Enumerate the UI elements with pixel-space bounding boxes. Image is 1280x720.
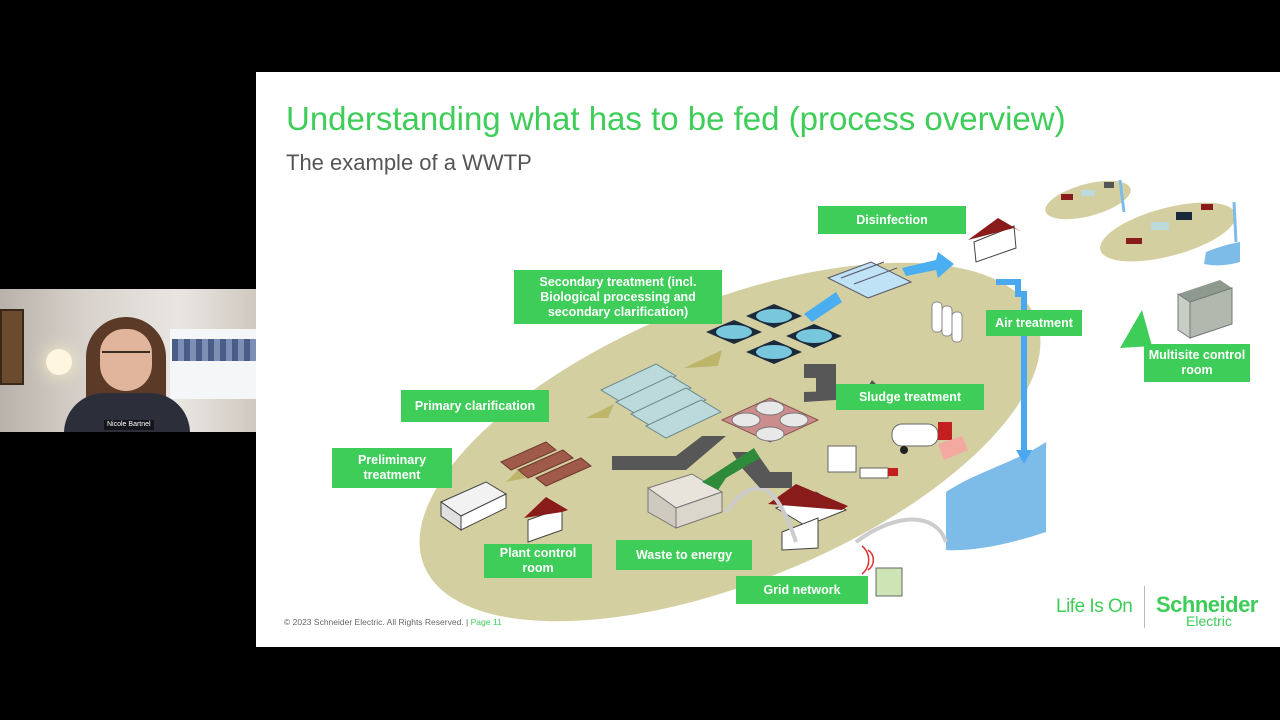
plant-site-ground: [419, 262, 1041, 622]
shared-slide: Understanding what has to be fed (proces…: [256, 72, 1280, 647]
participant-name-label: Nicole Bartnel: [104, 420, 154, 430]
label-sludge-treatment: Sludge treatment: [836, 384, 984, 410]
multisite-control-building-icon: [1177, 280, 1233, 339]
life-is-on-tagline: Life Is On: [1056, 596, 1133, 617]
footer-page-number: Page 11: [470, 617, 502, 627]
disinfection-building-icon: [968, 218, 1022, 263]
disinfection-basins-icon: [826, 261, 913, 299]
preliminary-building-icon: [439, 481, 508, 531]
power-line-2: [854, 517, 948, 544]
wall-picture-frame: [0, 309, 24, 385]
river: [946, 442, 1046, 551]
air-treatment-tanks-icon: [931, 301, 963, 343]
remote-plant-2-icon: [1100, 201, 1240, 266]
sludge-truck-icon: [827, 422, 952, 479]
discharge-arrow: [1016, 450, 1032, 464]
label-secondary-treatment: Secondary treatment (incl. Biological pr…: [514, 270, 722, 324]
participant-face: [100, 329, 152, 391]
participant-glasses: [102, 351, 150, 365]
power-line: [724, 486, 798, 543]
truck-out-arrow: [938, 436, 968, 460]
label-plant-control-room: Plant control room: [484, 544, 592, 578]
label-multisite-control-room: Multisite control room: [1144, 344, 1250, 382]
label-primary-clarification: Primary clarification: [401, 390, 549, 422]
slide-footer: © 2023 Schneider Electric. All Rights Re…: [284, 617, 502, 627]
blue-flow-arrows: [804, 252, 954, 322]
lamp: [46, 349, 72, 375]
process-flow-arrows: [506, 350, 722, 482]
brand-divider: [1144, 586, 1145, 628]
label-preliminary-treatment: Preliminary treatment: [332, 448, 452, 488]
schneider-logo-name: Schneider: [1156, 592, 1258, 617]
schneider-logo-sub: Electric: [1186, 613, 1232, 629]
grid-building-icon: [768, 484, 848, 551]
participant-video-tile[interactable]: Nicole Bartnel: [0, 289, 256, 432]
secondary-clarifiers-water: [716, 309, 832, 359]
wwtp-process-diagram: [419, 179, 1240, 622]
footer-copyright: © 2023 Schneider Electric. All Rights Re…: [284, 617, 469, 627]
sludge-digesters-icon: [720, 397, 820, 443]
remote-plant-1-icon: [1045, 179, 1131, 220]
substation-icon: [861, 545, 903, 597]
energy-arrow: [702, 448, 760, 490]
label-air-treatment: Air treatment: [986, 310, 1082, 336]
discharge-pipe: [996, 279, 1027, 452]
curtain: [172, 339, 256, 361]
label-waste-to-energy: Waste to energy: [616, 540, 752, 570]
slide-title: Understanding what has to be fed (proces…: [286, 100, 1066, 137]
preliminary-tanks-icon: [500, 441, 592, 487]
slide-subtitle: The example of a WWTP: [286, 150, 532, 175]
plant-control-room-building-icon: [524, 497, 568, 543]
multisite-signal-marker: [1120, 310, 1152, 348]
primary-clarifiers-icon: [599, 363, 723, 439]
label-disinfection: Disinfection: [818, 206, 966, 234]
label-grid-network: Grid network: [736, 576, 868, 604]
